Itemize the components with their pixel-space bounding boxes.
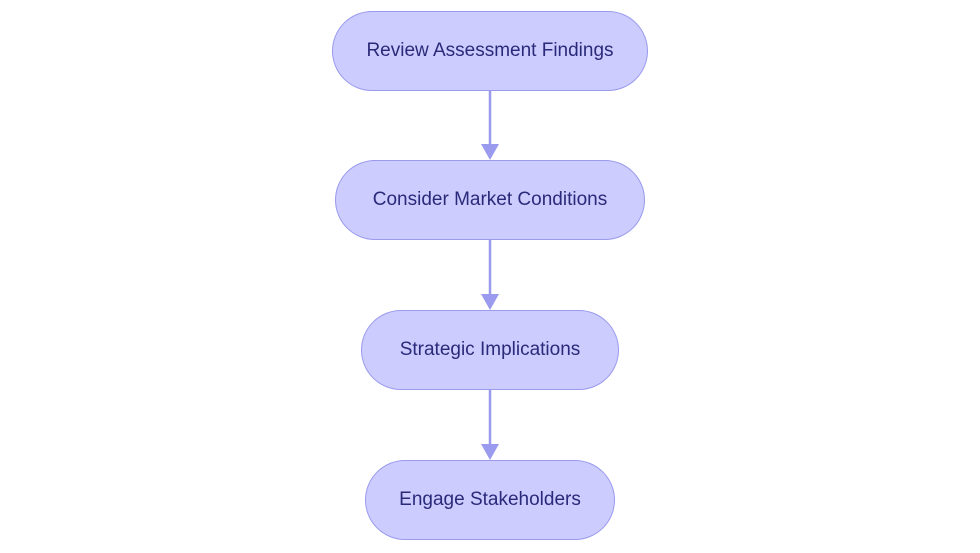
edge-strategic-to-engage [481,390,499,460]
node-strategic-implications: Strategic Implications [361,310,619,390]
node-review-assessment-findings: Review Assessment Findings [332,11,648,91]
edge-market-to-strategic [481,240,499,310]
node-label: Engage Stakeholders [399,489,581,510]
node-label: Strategic Implications [399,339,581,360]
node-label: Consider Market Conditions [372,189,608,210]
edge-review-to-market [481,91,499,160]
node-label: Review Assessment Findings [366,40,614,61]
node-engage-stakeholders: Engage Stakeholders [365,460,615,540]
node-consider-market-conditions: Consider Market Conditions [335,160,645,240]
